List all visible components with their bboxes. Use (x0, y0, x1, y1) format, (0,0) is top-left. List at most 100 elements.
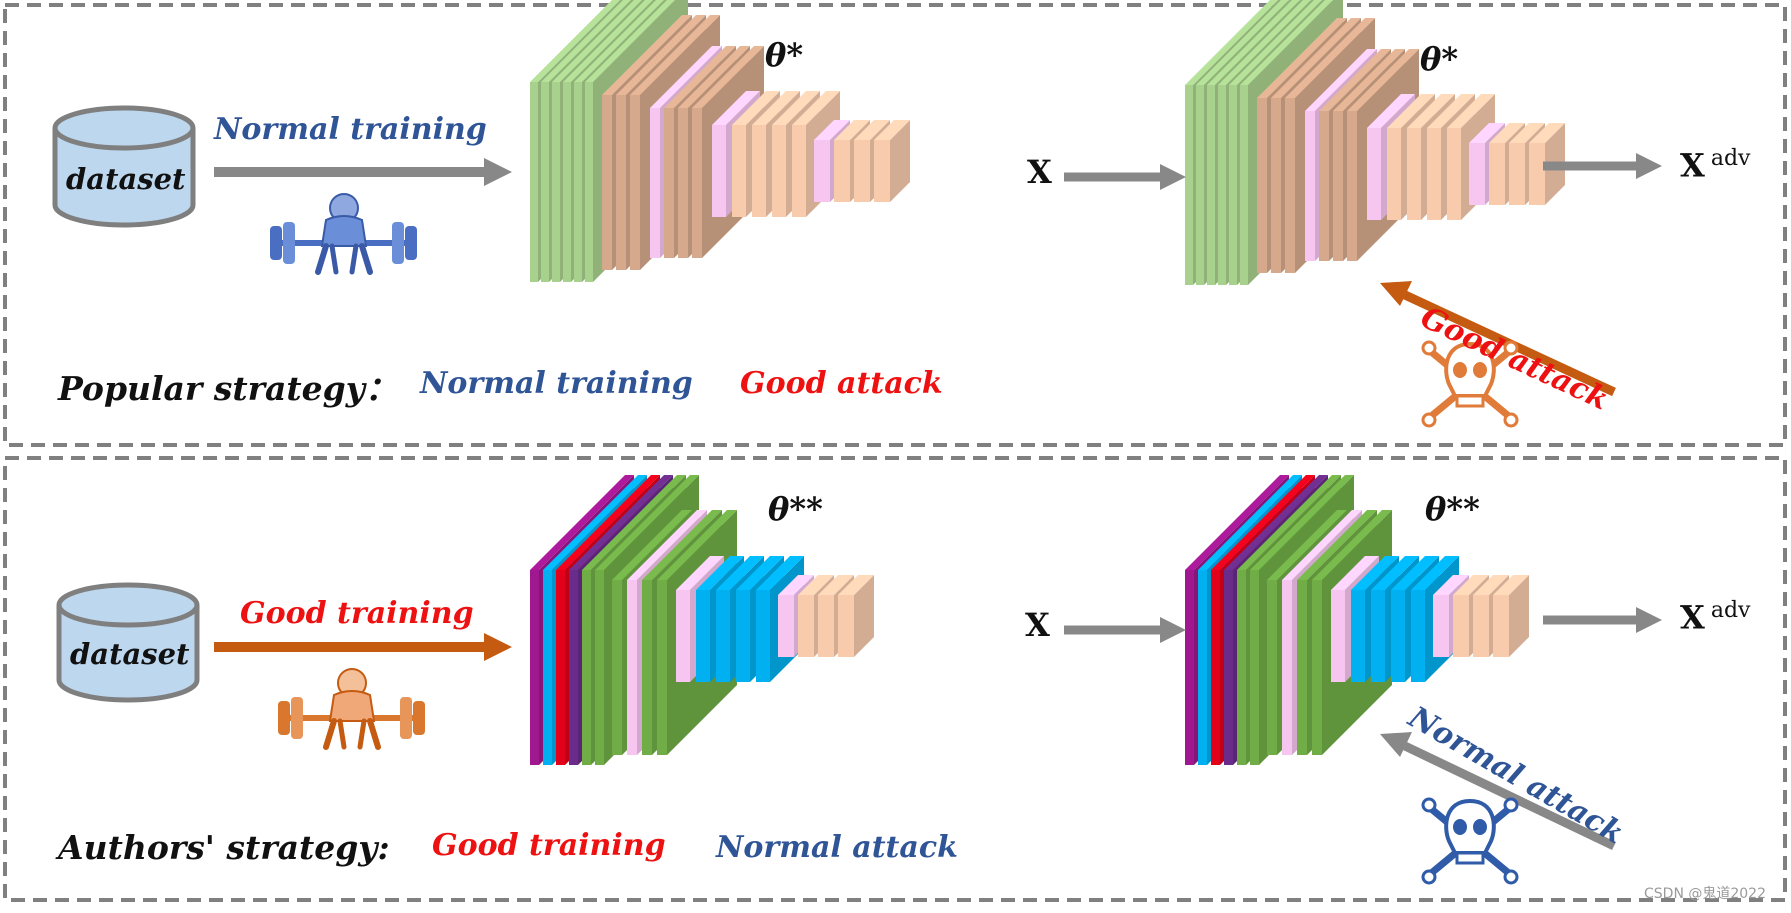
layer-slab (1407, 128, 1421, 220)
layer-slab (1489, 143, 1505, 205)
output-adv-superscript: adv (1710, 598, 1751, 623)
layer-slab (712, 125, 726, 217)
model-parameter-label: θ** (768, 490, 823, 528)
layer-slab-top (1198, 475, 1302, 570)
input-arrow (1064, 164, 1186, 190)
layer-slab-top (1240, 0, 1333, 85)
layer-slab (716, 590, 730, 682)
dataset-label: dataset (70, 637, 190, 671)
layer-slab-top (696, 556, 744, 590)
input-x-label: X (1025, 606, 1050, 644)
layer-slab-top (1529, 123, 1565, 143)
layer-slab-top (1229, 0, 1322, 85)
layer-slab-top (1218, 0, 1311, 85)
layer-slab-top (834, 120, 870, 140)
layer-slab-top (1207, 0, 1300, 85)
top-panel-frame (3, 3, 1787, 447)
layer-slab (1469, 143, 1485, 205)
layer-slab-top (1509, 123, 1545, 143)
layer-slab (1371, 590, 1385, 682)
layer-slab (1453, 595, 1469, 657)
skull-crossbones-icon (1421, 797, 1519, 885)
strategy-training-text: Normal training (420, 366, 693, 401)
layer-slab-top (616, 15, 706, 95)
layer-slab (630, 95, 640, 270)
layer-slab-top (541, 0, 631, 82)
layer-slab-top (1196, 0, 1289, 85)
layer-slab-top (1285, 18, 1375, 98)
model-parameter-label: θ* (1420, 40, 1459, 78)
strategy-attack-text: Normal attack (716, 830, 958, 865)
layer-slab-top (630, 15, 720, 95)
layer-slab (818, 595, 834, 657)
layer-slab (1207, 85, 1215, 285)
layer-slab-top (556, 475, 660, 570)
dataset-cylinder-icon (52, 105, 196, 228)
layer-slab-top (732, 91, 780, 125)
skull-crossbones-icon (1421, 340, 1519, 428)
layer-slab-top (627, 510, 707, 580)
layer-slab-top (712, 91, 760, 125)
output-arrow (1543, 607, 1662, 633)
layer-slab-top (678, 46, 750, 108)
layer-slab (676, 590, 690, 682)
layer-slab (1367, 128, 1381, 220)
dataset-cylinder-icon (56, 582, 200, 703)
layer-slab-top (595, 475, 699, 570)
layer-slab (732, 125, 746, 217)
layer-slab-top (1407, 94, 1455, 128)
layer-slab-top (772, 91, 820, 125)
layer-slab-top (650, 46, 722, 108)
layer-slab (1196, 85, 1204, 285)
layer-slab (1229, 85, 1237, 285)
layer-slab-top (582, 475, 686, 570)
layer-slab-top (1473, 575, 1509, 595)
layer-slab (595, 570, 604, 765)
layer-slab-top (574, 0, 664, 82)
layer-slab-top (1282, 510, 1362, 580)
layer-slab (1285, 98, 1295, 273)
cnn-stack-theta-double-star-right (1185, 475, 1529, 765)
layer-slab (616, 95, 626, 270)
layer-slab-side (890, 120, 910, 202)
input-x-label: X (1027, 153, 1052, 191)
training-label: Good training (240, 596, 474, 631)
layer-slab (543, 570, 552, 765)
layer-slab-top (1237, 475, 1341, 570)
layer-slab (627, 580, 637, 755)
layer-slab (798, 595, 814, 657)
layer-slab-top (854, 120, 890, 140)
layer-slab-top (814, 120, 850, 140)
layer-slab-top (1224, 475, 1328, 570)
layer-slab-top (1211, 475, 1315, 570)
bottom-panel-frame (3, 456, 1787, 902)
layer-slab (650, 108, 660, 258)
layer-slab-top (1433, 575, 1469, 595)
watermark: CSDN @鬼道2022 (1644, 886, 1766, 902)
layer-slab (1387, 128, 1401, 220)
layer-slab (563, 82, 571, 282)
layer-slab-top (1257, 18, 1347, 98)
strategy-attack-text: Good attack (740, 366, 943, 401)
input-arrow (1064, 617, 1186, 643)
layer-slab-top (657, 510, 737, 580)
layer-slab (838, 595, 854, 657)
layer-slab (1224, 570, 1233, 765)
layer-slab (692, 108, 702, 258)
layer-slab (1271, 98, 1281, 273)
layer-slab (696, 590, 710, 682)
layer-slab (1319, 111, 1329, 261)
layer-slab (1257, 98, 1267, 273)
layer-slab-top (612, 510, 692, 580)
layer-slab (1351, 590, 1365, 682)
layer-slab (1237, 570, 1246, 765)
layer-slab (1391, 590, 1405, 682)
cnn-stack-theta-star-left (530, 0, 910, 282)
layer-slab-top (1411, 556, 1459, 590)
layer-slab (1427, 128, 1441, 220)
dataset-label: dataset (66, 162, 186, 196)
layer-slab-top (664, 46, 736, 108)
layer-slab (530, 82, 538, 282)
